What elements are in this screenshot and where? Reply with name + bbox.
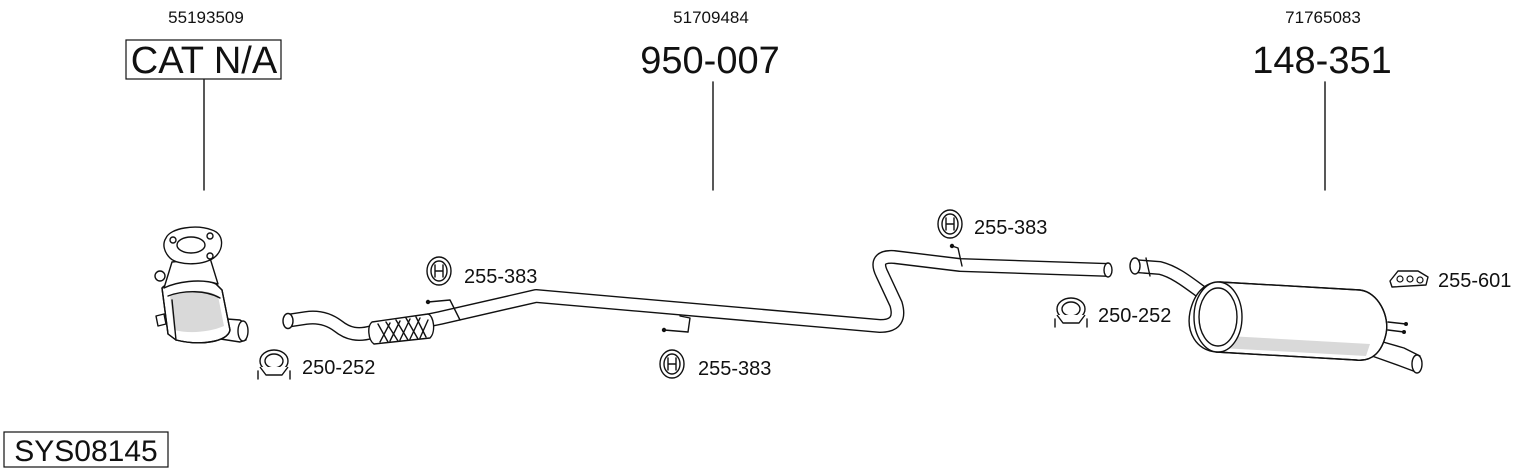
pipe-clamp-icon (257, 349, 291, 380)
oem-number-rear-silencer: 71765083 (1285, 8, 1361, 27)
fitting-clamp-1[interactable]: 250-252 (257, 349, 375, 380)
part-centre-pipe: 51709484 950-007 (282, 8, 1113, 345)
rubber-hanger-icon (426, 256, 452, 286)
part-catalyst: 55193509 CAT N/A (125, 8, 282, 344)
centre-pipe-icon[interactable] (282, 243, 1113, 345)
fitting-label: 250-252 (302, 357, 375, 379)
part-number-catalyst[interactable]: CAT N/A (131, 40, 278, 82)
part-number-box (125, 39, 282, 80)
system-id: SYS08145 (3, 431, 169, 468)
catalytic-converter-icon[interactable] (154, 226, 249, 344)
rubber-hanger-icon (937, 209, 963, 239)
part-number-centre-pipe[interactable]: 950-007 (640, 40, 779, 82)
mounting-bracket-icon (1389, 270, 1429, 288)
fitting-label: 255-383 (464, 266, 537, 288)
oem-number-catalyst: 55193509 (168, 8, 244, 27)
fitting-label: 255-601 (1438, 270, 1511, 292)
system-id-box (3, 431, 169, 468)
fitting-hanger-1[interactable]: 255-383 (426, 256, 537, 288)
system-id-label: SYS08145 (14, 435, 157, 468)
fitting-hanger-3[interactable]: 255-383 (937, 209, 1047, 239)
pipe-clamp-icon (1054, 297, 1088, 328)
fitting-label: 255-383 (974, 217, 1047, 239)
flex-joint-icon (368, 313, 435, 345)
fitting-clamp-2[interactable]: 250-252 (1054, 297, 1171, 328)
fitting-hanger-2[interactable]: 255-383 (659, 349, 771, 380)
oem-number-centre-pipe: 51709484 (673, 8, 749, 27)
fitting-label: 250-252 (1098, 305, 1171, 327)
part-number-rear-silencer[interactable]: 148-351 (1252, 40, 1391, 82)
part-rear-silencer: 71765083 148-351 (1129, 8, 1423, 374)
fitting-bracket[interactable]: 255-601 (1389, 270, 1511, 292)
fitting-label: 255-383 (698, 358, 771, 380)
rear-silencer-icon[interactable] (1129, 257, 1423, 374)
rubber-hanger-icon (659, 349, 685, 379)
